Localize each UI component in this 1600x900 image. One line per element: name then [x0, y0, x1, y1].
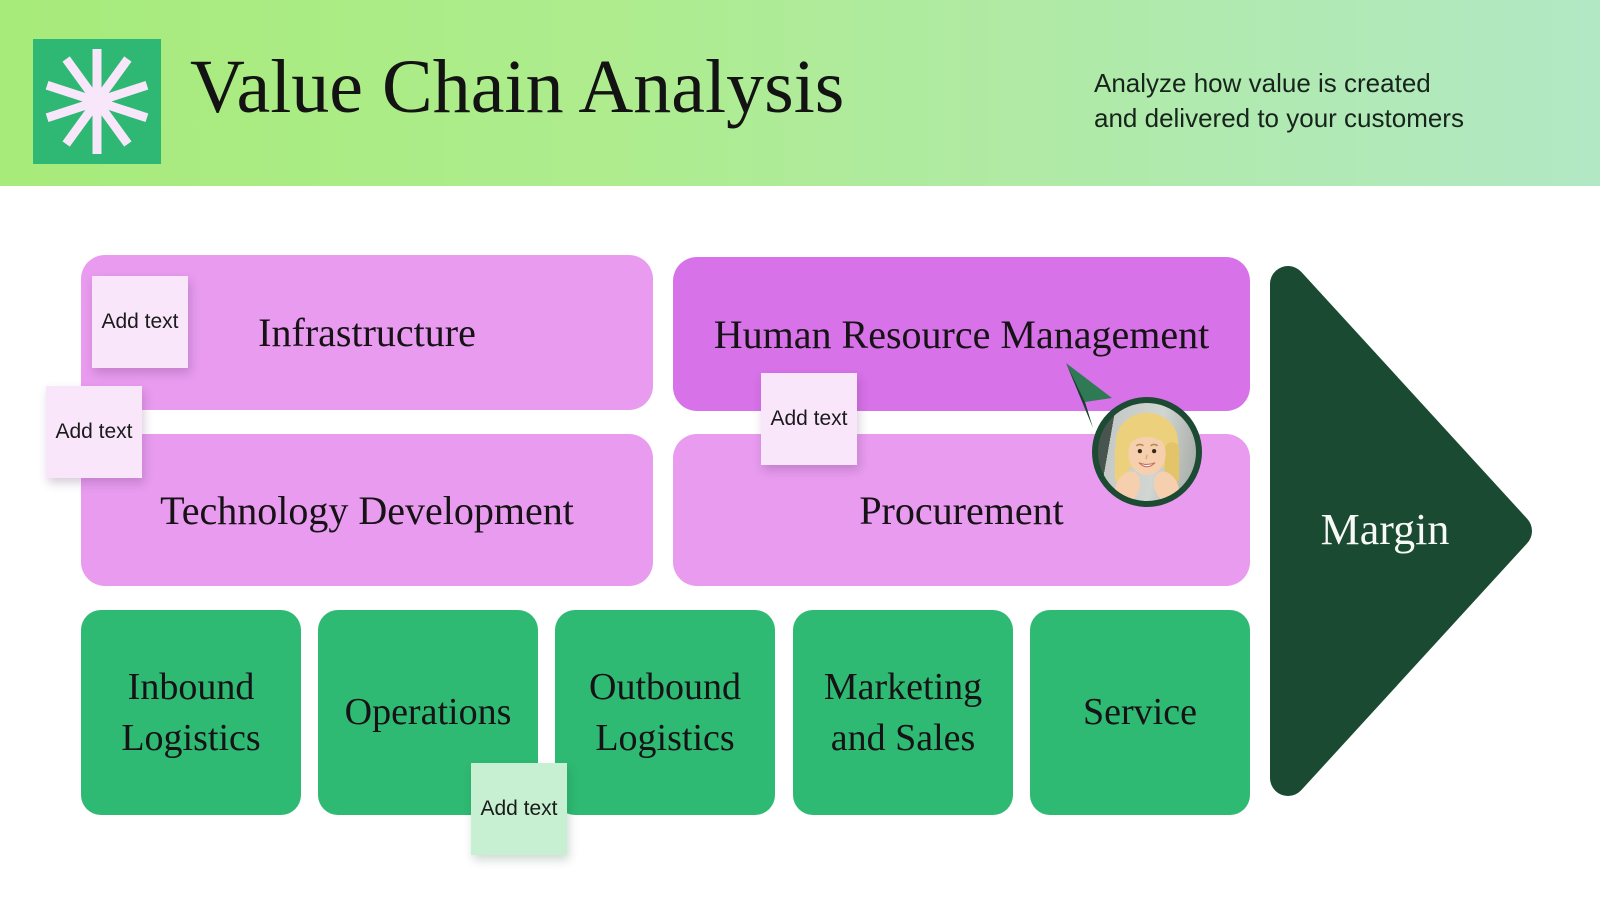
starburst-icon [45, 49, 149, 154]
sticky-note-add-text-2[interactable]: Add text [46, 386, 142, 478]
sticky-note-label: Add text [480, 796, 558, 820]
box-outbound-logistics[interactable]: Outbound Logistics [555, 610, 775, 815]
collaborator-avatar-photo [1114, 412, 1180, 501]
box-hrm-label: Human Resource Management [713, 311, 1210, 357]
subtitle-line-1: Analyze how value is created [1094, 68, 1431, 98]
subtitle-line-2: and delivered to your customers [1094, 102, 1464, 133]
box-operations-label: Operations [344, 691, 512, 734]
logo[interactable] [33, 39, 161, 164]
header-banner: Value Chain Analysis Analyze how value i… [0, 0, 1600, 186]
collaborator-cursor-icon [1066, 363, 1112, 428]
sticky-note-add-text-4[interactable]: Add text [471, 763, 567, 855]
box-technology-label: Technology Development [160, 487, 574, 533]
page-subtitle[interactable]: Analyze how value is created and deliver… [1094, 66, 1464, 135]
sticky-note-label: Add text [55, 419, 133, 443]
box-marketing-and-sales[interactable]: Marketing and Sales [793, 610, 1013, 815]
box-human-resource-management[interactable]: Human Resource Management [673, 257, 1250, 411]
box-operations[interactable]: Operations [318, 610, 538, 815]
box-technology-development[interactable]: Technology Development [81, 434, 653, 586]
box-outbound-logistics-label: Outbound Logistics [589, 666, 741, 759]
box-procurement-label: Procurement [859, 487, 1064, 533]
collaborator-avatar [1092, 397, 1202, 507]
box-infrastructure-label: Infrastructure [258, 310, 476, 355]
box-service-label: Service [1083, 691, 1197, 734]
box-service[interactable]: Service [1030, 610, 1250, 815]
margin-arrow-shape[interactable] [1252, 248, 1552, 814]
box-inbound-logistics-label: Inbound Logistics [121, 666, 261, 759]
sticky-note-add-text-3[interactable]: Add text [761, 373, 857, 465]
page-title[interactable]: Value Chain Analysis [190, 45, 845, 129]
margin-label: Margin [1320, 505, 1450, 554]
sticky-note-label: Add text [101, 309, 179, 333]
sticky-note-label: Add text [770, 406, 848, 430]
sticky-note-add-text-1[interactable]: Add text [92, 276, 188, 368]
box-marketing-and-sales-label: Marketing and Sales [823, 666, 983, 759]
box-inbound-logistics[interactable]: Inbound Logistics [81, 610, 301, 815]
